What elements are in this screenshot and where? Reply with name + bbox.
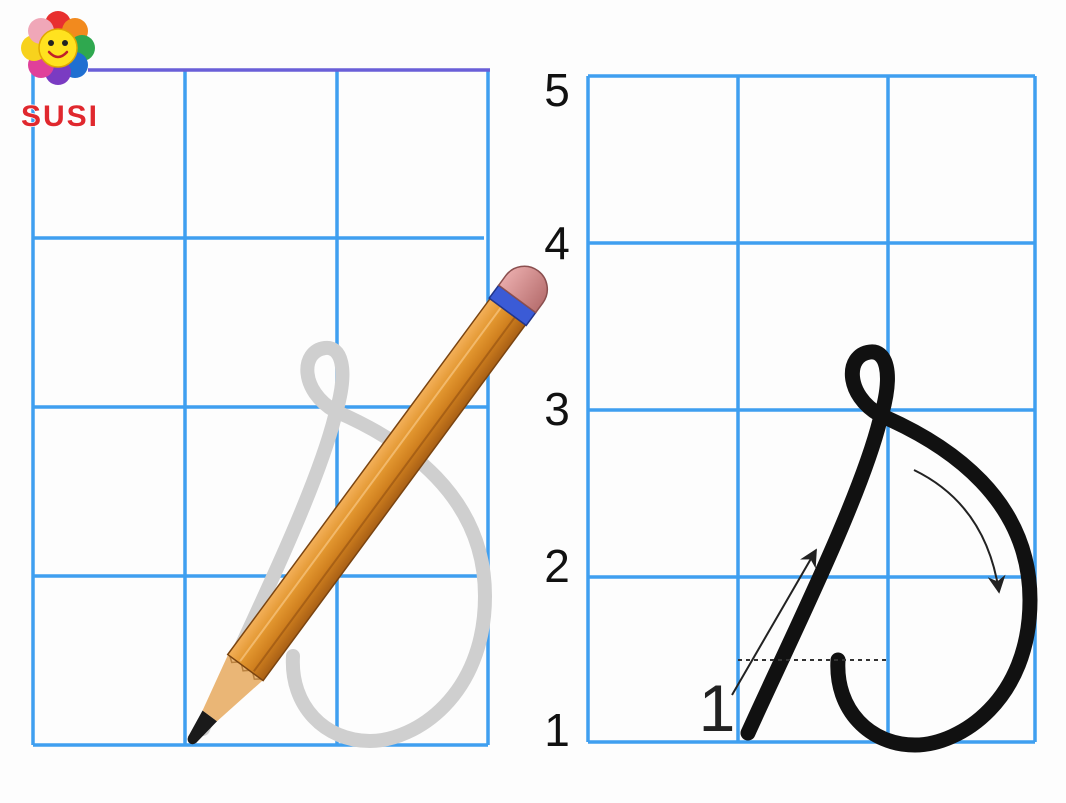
- model-letter-stroke: [740, 344, 1038, 753]
- pencil-body: [227, 298, 526, 681]
- pencil-facet: [253, 316, 516, 672]
- logo-face: [38, 28, 78, 68]
- logo-smile: [47, 50, 69, 59]
- pencil-graphite-tip: [187, 734, 198, 745]
- row-numbers: 5 4 3 2 1: [544, 64, 570, 756]
- model-letter: [740, 344, 1038, 753]
- trace-letter-stroke: [196, 340, 492, 748]
- logo-eye: [62, 40, 68, 46]
- trace-letter: [196, 340, 492, 748]
- logo-text: SUSI: [21, 100, 99, 133]
- row-number-4: 4: [544, 217, 570, 269]
- pencil-graphite: [187, 710, 218, 743]
- row-number-2: 2: [544, 540, 570, 592]
- row-number-1: 1: [544, 704, 570, 756]
- arrow-up-right-icon: [731, 548, 817, 696]
- row-number-5: 5: [544, 64, 570, 116]
- logo-eye: [48, 40, 54, 46]
- curved-arrow-icon: [913, 469, 1006, 594]
- pencil-eraser: [497, 265, 549, 314]
- right-grid: [586, 74, 1037, 744]
- flower-smiley-icon: [21, 11, 95, 85]
- guide-label: 1: [699, 671, 736, 745]
- pencil-wood-edge: [228, 652, 265, 680]
- row-number-3: 3: [544, 383, 570, 435]
- logo: SUSI: [20, 11, 99, 134]
- pencil-facet: [239, 306, 503, 662]
- pencil-icon: [187, 265, 549, 745]
